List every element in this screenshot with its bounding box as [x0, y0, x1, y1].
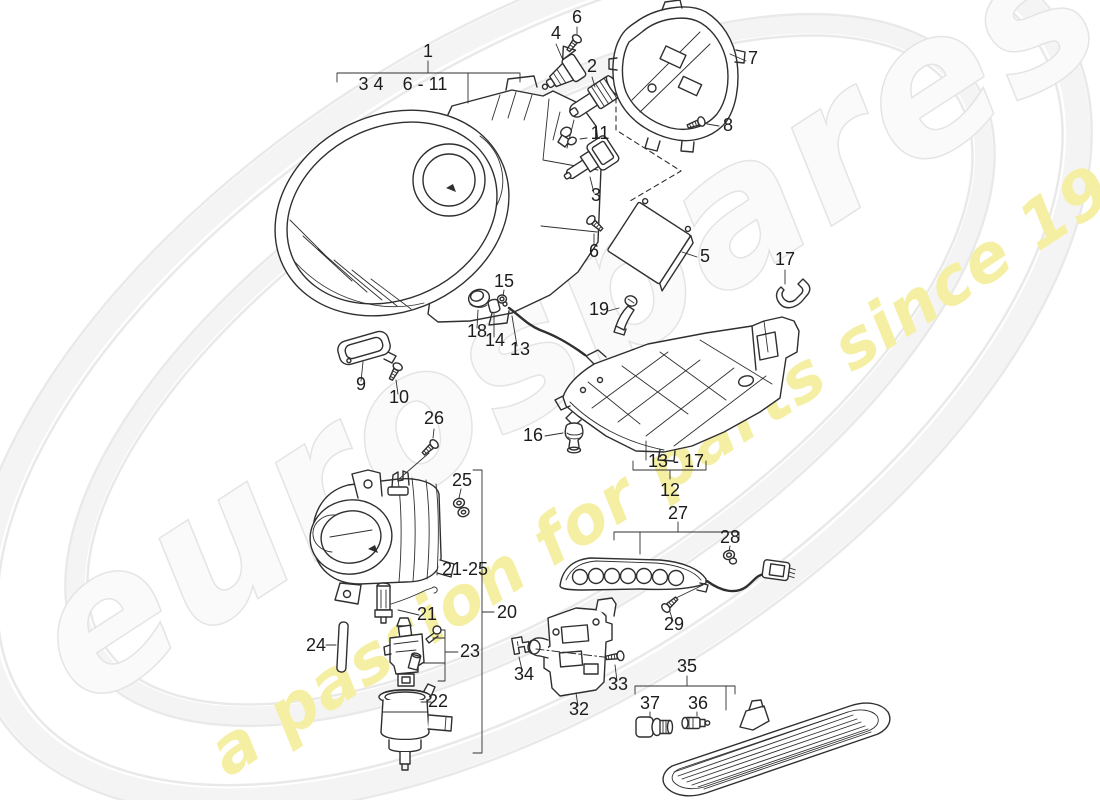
part-label-9: 9	[356, 374, 366, 394]
part-label-17: 17	[775, 249, 795, 269]
part-20-fog-lamp	[309, 469, 455, 605]
part-15-nut	[496, 289, 508, 307]
part-label-33: 33	[608, 674, 628, 694]
part-label-3-4: 3 4	[358, 74, 383, 94]
part-24-rod	[325, 621, 349, 673]
part-11-socket	[557, 126, 588, 148]
part-label-21-25: 21-25	[442, 559, 488, 579]
part-label-23: 23	[460, 641, 480, 661]
part-label-18: 18	[467, 321, 487, 341]
part-17-clip	[775, 269, 811, 309]
part-label-25: 25	[452, 470, 472, 490]
part-label-8: 8	[723, 115, 733, 135]
part-label-37: 37	[640, 693, 660, 713]
screw-8	[685, 115, 720, 132]
part-12-tray	[554, 316, 800, 462]
part-label-13: 13	[510, 339, 530, 359]
screw-26	[398, 428, 441, 480]
screw-10	[385, 360, 405, 395]
part-label-6-11: 6 - 11	[403, 74, 448, 94]
part-16-rubber-buffer	[544, 422, 584, 454]
part-label-3: 3	[591, 185, 601, 205]
part-label-22: 22	[428, 691, 448, 711]
part-13-rod	[507, 306, 587, 357]
part-label-4: 4	[551, 23, 561, 43]
part-label-2: 2	[587, 56, 597, 76]
part-27-connector	[761, 559, 796, 582]
part-label-26: 26	[424, 408, 444, 428]
part-label-36: 36	[688, 693, 708, 713]
part-1-headlamp-assembly	[274, 75, 602, 326]
part-label-16: 16	[523, 425, 543, 445]
part-18-grommet	[467, 288, 491, 329]
bracket-item-35	[634, 675, 736, 711]
part-25-grommets	[451, 488, 471, 520]
dashed-leader-lines	[615, 61, 682, 202]
part-label-35: 35	[677, 656, 697, 676]
part-label-13-17: 13 - 17	[648, 451, 704, 471]
part-label-6b: 6	[589, 241, 599, 261]
screw-29	[659, 584, 704, 622]
part-27-led-running-light	[559, 557, 796, 593]
part-3-bulb	[563, 135, 620, 194]
part-5-control-module	[607, 197, 698, 292]
part-label-11: 11	[591, 123, 610, 143]
part-label-15: 15	[494, 271, 514, 291]
part-label-28: 28	[720, 527, 740, 547]
part-2-bulb	[569, 75, 622, 118]
part-label-10: 10	[389, 387, 409, 407]
part-side-marker-lamp	[662, 699, 891, 797]
part-label-24: 24	[306, 635, 326, 655]
part-19-clip	[607, 295, 638, 336]
part-32-bracket-unit	[527, 597, 617, 707]
part-37-bulb-socket	[635, 711, 674, 738]
part-label-6a: 6	[572, 7, 582, 27]
part-28-nut	[722, 545, 738, 565]
bracket-item-1	[336, 60, 521, 104]
screw-33	[604, 649, 626, 682]
part-23-valve-group	[383, 617, 442, 687]
part-label-21: 21	[417, 604, 437, 624]
bracket-item-20	[472, 469, 495, 754]
bracket-item-27	[613, 521, 740, 555]
part-label-5: 5	[700, 246, 710, 266]
part-label-7: 7	[748, 48, 758, 68]
part-label-19: 19	[589, 299, 609, 319]
part-label-27: 27	[668, 503, 688, 523]
screw-6-top	[563, 26, 584, 55]
part-7-housing-cover	[608, 0, 747, 153]
part-9-gasket-bracket	[337, 330, 397, 382]
part-label-20: 20	[497, 602, 517, 622]
part-14-bushing	[487, 298, 501, 338]
part-36-bulb	[681, 711, 711, 730]
part-4-bulb-holder	[541, 43, 587, 90]
bracket-item-12	[632, 460, 707, 480]
part-21-bulb	[374, 582, 438, 624]
part-22-canister	[378, 683, 453, 771]
part-label-1: 1	[423, 41, 433, 61]
part-label-29: 29	[664, 614, 684, 634]
part-label-32: 32	[569, 699, 589, 719]
screw-6-module	[584, 213, 606, 246]
part-label-12: 12	[660, 480, 680, 500]
part-label-34: 34	[514, 664, 534, 684]
part-label-14: 14	[485, 330, 505, 350]
part-34-clip	[511, 636, 531, 671]
bracket-item-23	[419, 629, 459, 682]
